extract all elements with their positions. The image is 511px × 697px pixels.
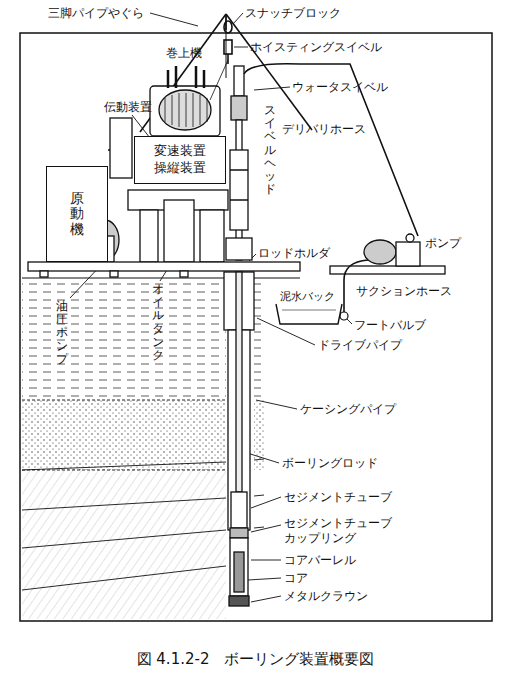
part-label: コア — [284, 571, 308, 585]
figure-caption: 図 4.1.2-2 ボーリング装置概要図 — [0, 650, 511, 669]
part-label: ロッドホルダ — [258, 246, 330, 260]
part-label: サクションホース — [356, 284, 452, 298]
part-label: セジメントチューブ カップリング — [284, 516, 398, 546]
frame — [20, 33, 492, 621]
machinery — [91, 118, 228, 262]
part-label: ホイスティングスイベル — [250, 40, 382, 54]
mud-surface — [282, 310, 336, 311]
mud-tank — [276, 304, 342, 324]
winch — [150, 60, 228, 136]
part-label: フートバルブ — [354, 318, 426, 332]
bore-string — [224, 272, 254, 606]
ground — [22, 278, 300, 619]
part-label: コアバーレル — [284, 553, 356, 567]
part-label: ケーシングパイプ — [300, 402, 396, 416]
part-label: セジメントチューブ — [284, 490, 392, 504]
part-label: ポンプ — [425, 236, 461, 250]
part-label: 油圧ポンプ — [56, 300, 68, 366]
part-label: スナッチブロック — [245, 6, 341, 20]
transmission-box: 変速装置 操縦装置 — [134, 136, 226, 184]
node-text: 変速装置 操縦装置 — [152, 143, 208, 177]
engine-box: 原動機 — [46, 166, 108, 262]
part-label: オイルタンク — [152, 283, 164, 362]
tripod — [140, 14, 312, 132]
part-label: ボーリングロッド — [282, 456, 378, 470]
delivery-hose — [244, 64, 418, 236]
part-label: スイベルヘッド — [264, 104, 276, 196]
node-text: 原動機 — [70, 191, 84, 237]
part-label: 泥水バック — [280, 290, 335, 303]
part-label: メタルクラウン — [284, 589, 368, 603]
rod-and-swivel — [226, 66, 252, 260]
part-label: ドライブパイプ — [318, 338, 402, 352]
part-label: ウォータスイベル — [292, 80, 388, 94]
foot-valve — [340, 312, 348, 320]
part-label: 巻上機 — [166, 46, 202, 60]
part-label: 伝動装置 — [104, 100, 152, 114]
pump — [364, 234, 420, 266]
part-label: デリバリホース — [282, 122, 366, 136]
part-label: 三脚パイプやぐら — [48, 6, 144, 20]
